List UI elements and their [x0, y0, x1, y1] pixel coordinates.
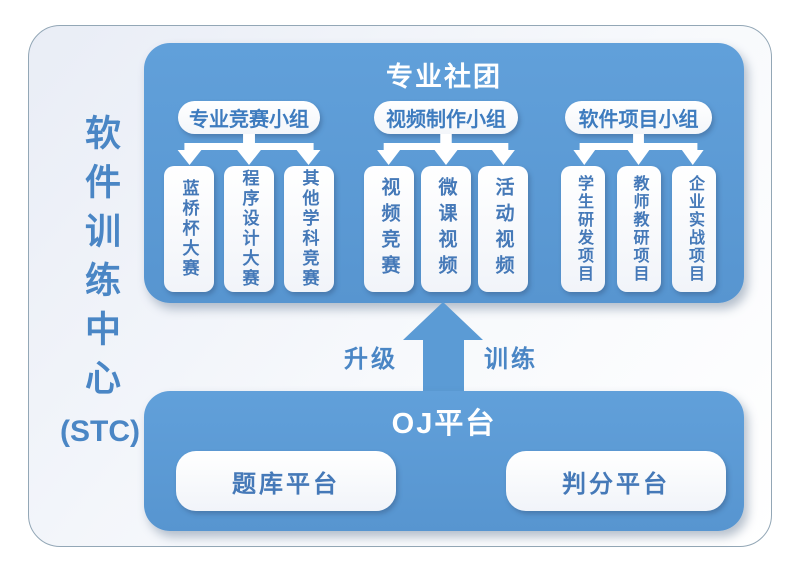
question-bank-platform-box: 题库平台: [176, 451, 396, 511]
group-competition: 专业竞赛小组 蓝桥杯大赛 程序设计大赛 其他学科竞赛: [164, 101, 334, 292]
oj-platform-box: OJ平台 题库平台 判分平台: [144, 391, 744, 531]
item-label: 微课视频: [435, 177, 457, 281]
judging-platform-box: 判分平台: [506, 451, 726, 511]
item-label: 学生研发项目: [575, 175, 592, 283]
clubs-box: 专业社团 专业竞赛小组 蓝桥杯大赛 程序设计大赛 其他学科竞赛 视频制作小组: [144, 43, 744, 303]
item-label: 程序设计大赛: [239, 169, 259, 289]
train-label: 训练: [484, 346, 538, 373]
item-label: 蓝桥杯大赛: [179, 179, 199, 279]
item-box: 企业实战项目: [672, 166, 716, 292]
item-box: 程序设计大赛: [224, 166, 274, 292]
item-box: 学生研发项目: [561, 166, 605, 292]
up-arrow-icon: [403, 302, 483, 393]
group-video: 视频制作小组 视频竞赛 微课视频 活动视频: [364, 101, 528, 292]
item-box: 教师教研项目: [616, 166, 661, 292]
item-label: 企业实战项目: [686, 175, 703, 283]
stc-label-vertical: 软件训练中心: [80, 114, 121, 408]
branch-arrows-icon: [377, 134, 515, 165]
clubs-title: 专业社团: [386, 62, 502, 92]
item-label: 其他学科竞赛: [299, 169, 319, 289]
group-software-project-header: 软件项目小组: [565, 101, 712, 134]
item-box: 视频竞赛: [364, 166, 414, 292]
item-box: 蓝桥杯大赛: [164, 166, 214, 292]
item-box: 微课视频: [421, 166, 471, 292]
upgrade-label: 升级: [344, 346, 398, 373]
branch-arrows-icon: [573, 134, 704, 165]
branch-arrows-icon: [177, 134, 321, 165]
group-competition-header: 专业竞赛小组: [178, 101, 320, 134]
group-software-project-items: 学生研发项目 教师教研项目 企业实战项目: [561, 166, 716, 292]
stc-label: 软件训练中心 (STC): [54, 114, 146, 449]
group-video-header: 视频制作小组: [374, 101, 518, 134]
item-box: 其他学科竞赛: [284, 166, 334, 292]
group-competition-items: 蓝桥杯大赛 程序设计大赛 其他学科竞赛: [164, 166, 334, 292]
stc-label-abbrev: (STC): [60, 415, 140, 448]
item-label: 活动视频: [492, 177, 514, 281]
group-software-project: 软件项目小组 学生研发项目 教师教研项目 企业实战项目: [561, 101, 716, 292]
item-label: 教师教研项目: [630, 175, 648, 283]
stc-outer-frame: 软件训练中心 (STC) 专业社团 专业竞赛小组 蓝桥杯大赛 程序设计大赛 其他…: [28, 25, 772, 547]
oj-platform-title: OJ平台: [391, 408, 497, 440]
item-box: 活动视频: [478, 166, 528, 292]
item-label: 视频竞赛: [378, 177, 400, 281]
group-video-items: 视频竞赛 微课视频 活动视频: [364, 166, 528, 292]
